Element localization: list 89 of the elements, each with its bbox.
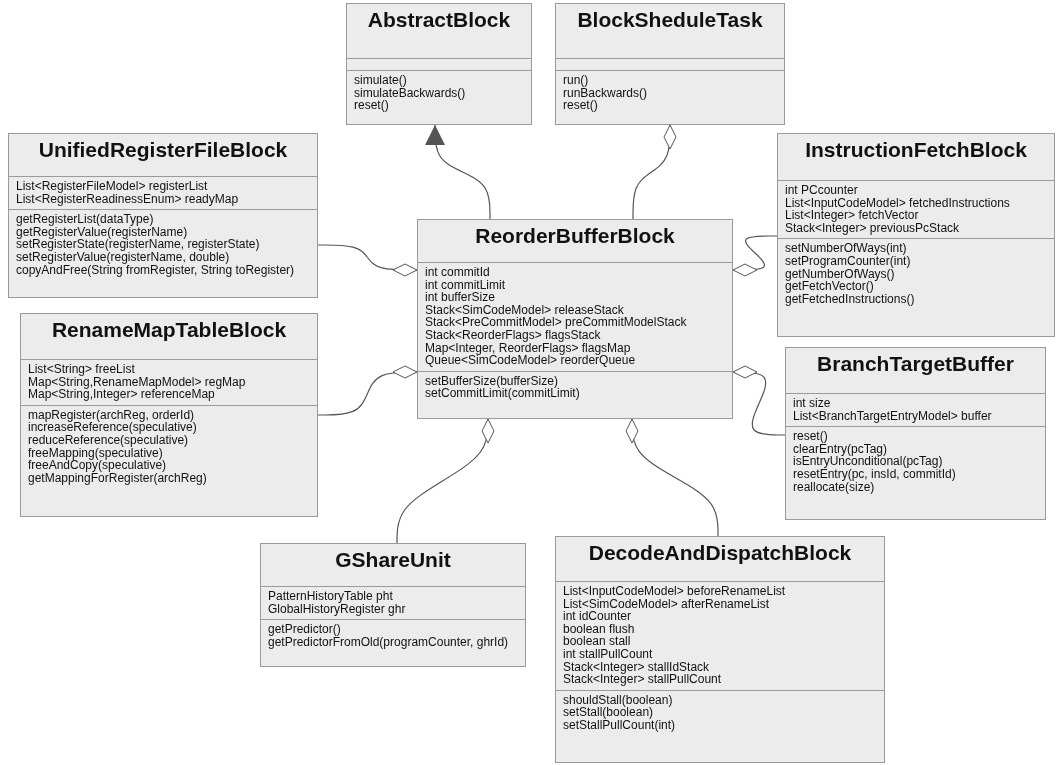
attribute-text: boolean flush	[563, 622, 636, 636]
class-box	[785, 347, 1046, 520]
class-name: BlockSheduleTask	[576, 7, 764, 32]
method-text: setRegisterValue(registerName, double)	[16, 250, 230, 264]
attribute-text: Stack<Integer> stallPullCount	[563, 673, 723, 686]
class-name: InstructionFetchBlock	[804, 137, 1028, 162]
method-text: isEntryUnconditional(pcTag)	[793, 455, 944, 468]
attribute-text: PatternHistoryTable pht	[268, 590, 394, 603]
attribute-text: int bufferSize	[425, 291, 496, 304]
method-text: shouldStall(boolean)	[563, 693, 674, 707]
attribute-text: int stallPullCount	[563, 647, 654, 661]
attribute-text: List<String> freeList	[28, 363, 135, 376]
method-text: setStallPullCount(int)	[563, 718, 677, 732]
class-box	[555, 536, 885, 763]
method-text: mapRegister(archReg, orderId)	[28, 408, 195, 422]
class-name: GShareUnit	[334, 547, 452, 572]
class-box	[417, 219, 733, 419]
method-text: increaseReference(speculative)	[28, 421, 198, 434]
class-box	[20, 313, 318, 517]
aggregation-connector	[396, 418, 495, 544]
class-box	[346, 3, 532, 125]
attribute-text: boolean stall	[563, 635, 632, 648]
aggregation-connector	[317, 365, 418, 416]
attribute-text: List<InputCodeModel> beforeRenameList	[563, 585, 787, 598]
attribute-text: Map<String,Integer> referenceMap	[28, 388, 215, 401]
attribute-text: int size	[793, 397, 832, 410]
attribute-text: Queue<SimCodeModel> reorderQueue	[425, 354, 637, 367]
method-text: simulateBackwards()	[354, 86, 467, 100]
method-text: setBufferSize(bufferSize)	[425, 374, 559, 388]
aggregation-connector	[625, 418, 719, 537]
class-box	[555, 3, 785, 125]
method-text: getPredictorFromOld(programCounter, ghrId)	[268, 635, 510, 649]
method-text: freeAndCopy(speculative)	[28, 459, 168, 472]
attribute-text: Map<Integer, ReorderFlags> flagsMap	[425, 341, 631, 355]
method-text: getFetchedInstructions()	[785, 292, 916, 306]
attribute-text: Stack<ReorderFlags> flagsStack	[425, 328, 601, 342]
aggregation-connector	[732, 235, 778, 277]
method-text: freeMapping(speculative)	[28, 446, 164, 460]
aggregation-connector	[732, 365, 786, 436]
class-name: RenameMapTableBlock	[50, 317, 288, 342]
method-text: clearEntry(pcTag)	[793, 442, 888, 456]
attribute-text: List<InputCodeModel> fetchedInstructions	[785, 196, 1011, 210]
method-text: setRegisterState(registerName, registerState)	[16, 238, 261, 251]
inheritance-arrow	[425, 124, 491, 220]
class-box	[260, 543, 526, 667]
attribute-text: GlobalHistoryRegister ghr	[268, 602, 407, 616]
class-name: DecodeAndDispatchBlock	[587, 540, 853, 565]
method-text: getPredictor()	[268, 623, 342, 636]
method-text: getMappingForRegister(archReg)	[28, 471, 208, 485]
method-text: reset()	[563, 99, 598, 112]
method-text: reduceReference(speculative)	[28, 433, 189, 447]
attribute-text: List<BranchTargetEntryModel> buffer	[793, 409, 993, 423]
attribute-text: List<SimCodeModel> afterRenameList	[563, 597, 771, 611]
method-text: setNumberOfWays(int)	[785, 242, 908, 255]
class-box	[8, 133, 318, 298]
method-text: getRegisterValue(registerName)	[16, 225, 188, 239]
method-text: reallocate(size)	[793, 480, 875, 494]
method-text: getNumberOfWays()	[785, 267, 895, 281]
method-text: runBackwards()	[563, 86, 649, 100]
method-text: getRegisterList(dataType)	[16, 213, 155, 226]
attribute-text: Stack<Integer> stallIdStack	[563, 660, 710, 674]
attribute-text: int commitLimit	[425, 278, 506, 292]
class-name: AbstractBlock	[366, 7, 512, 32]
method-text: resetEntry(pc, insId, commitId)	[793, 467, 957, 481]
method-text: simulate()	[354, 74, 407, 87]
method-text: run()	[563, 74, 589, 87]
attribute-text: Map<String,RenameMapModel> regMap	[28, 375, 247, 389]
attribute-text: Stack<Integer> previousPcStack	[785, 221, 961, 235]
aggregation-connector	[632, 124, 677, 220]
method-text: reset()	[354, 99, 389, 112]
attribute-text: int idCounter	[563, 610, 633, 623]
class-name: ReorderBufferBlock	[474, 223, 676, 248]
method-text: copyAndFree(String fromRegister, String toRegister)	[16, 263, 296, 277]
attribute-text: int commitId	[425, 266, 491, 279]
method-text: setCommitLimit(commitLimit)	[425, 387, 581, 400]
attribute-text: Stack<PreCommitModel> preCommitModelStack	[425, 316, 688, 329]
attribute-text: int PCcounter	[785, 184, 859, 197]
attribute-text: List<Integer> fetchVector	[785, 209, 920, 222]
attribute-text: List<RegisterReadinessEnum> readyMap	[16, 192, 240, 206]
class-name: BranchTargetBuffer	[816, 351, 1015, 376]
method-text: getFetchVector()	[785, 280, 874, 293]
method-text: reset()	[793, 430, 829, 443]
aggregation-connector	[317, 244, 418, 277]
class-box	[777, 133, 1055, 337]
attribute-text: List<RegisterFileModel> registerList	[16, 180, 209, 193]
method-text: setProgramCounter(int)	[785, 254, 912, 268]
method-text: setStall(boolean)	[563, 706, 654, 719]
attribute-text: Stack<SimCodeModel> releaseStack	[425, 303, 625, 317]
class-name: UnifiedRegisterFileBlock	[37, 137, 289, 162]
